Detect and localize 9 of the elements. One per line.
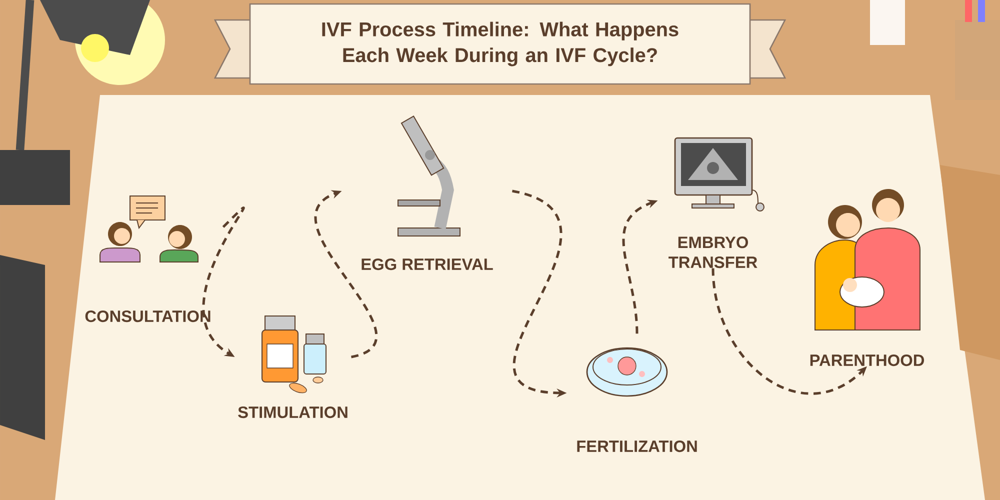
step-label: EGG RETRIEVAL <box>362 258 493 270</box>
step-label: STIMULATION <box>238 406 348 418</box>
step-label: EMBRYO TRANSFER <box>668 236 758 268</box>
step-label: CONSULTATION <box>85 310 210 322</box>
dashed-arrow <box>314 190 377 358</box>
title-banner: IVF Process Timeline: What Happens Each Week During an IVF Cycle? <box>214 3 786 85</box>
dashed-arrow <box>202 208 244 357</box>
step-label: FERTILIZATION <box>577 440 697 452</box>
step-label: PARENTHOOD <box>810 354 924 366</box>
